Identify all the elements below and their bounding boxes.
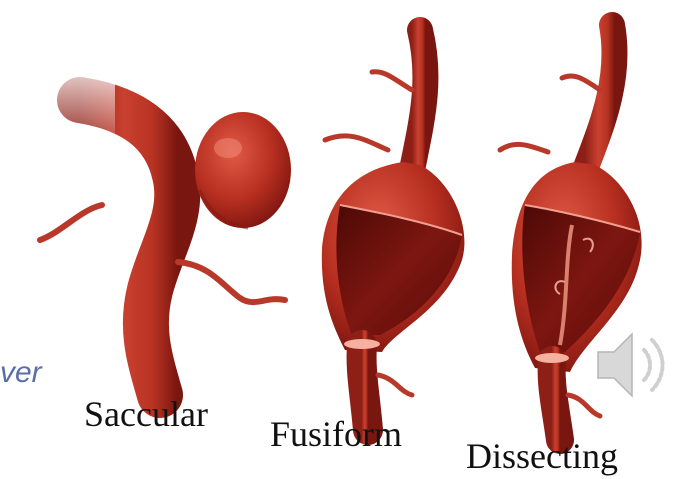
fusiform-branch-3 bbox=[378, 375, 412, 395]
fusiform-upper-vessel bbox=[412, 30, 425, 170]
label-dissecting: Dissecting bbox=[466, 438, 618, 474]
dissecting-branch-1 bbox=[562, 76, 600, 90]
fusiform-branch-2 bbox=[325, 136, 388, 150]
speaker-icon[interactable] bbox=[592, 322, 674, 408]
label-fusiform: Fusiform bbox=[270, 416, 402, 452]
dissecting-branch-2 bbox=[500, 144, 548, 152]
dissecting-upper-vessel bbox=[585, 25, 615, 170]
cropped-text-fragment: ver bbox=[0, 356, 42, 390]
fusiform-aneurysm bbox=[322, 30, 465, 430]
saccular-branch-left bbox=[40, 205, 102, 240]
dissecting-lower-vessel bbox=[552, 360, 560, 440]
fusiform-branch-1 bbox=[372, 72, 412, 90]
saccular-branch-right bbox=[178, 262, 285, 302]
label-saccular: Saccular bbox=[84, 396, 208, 432]
saccular-aneurysm bbox=[40, 60, 291, 395]
saccular-sac bbox=[195, 112, 291, 228]
